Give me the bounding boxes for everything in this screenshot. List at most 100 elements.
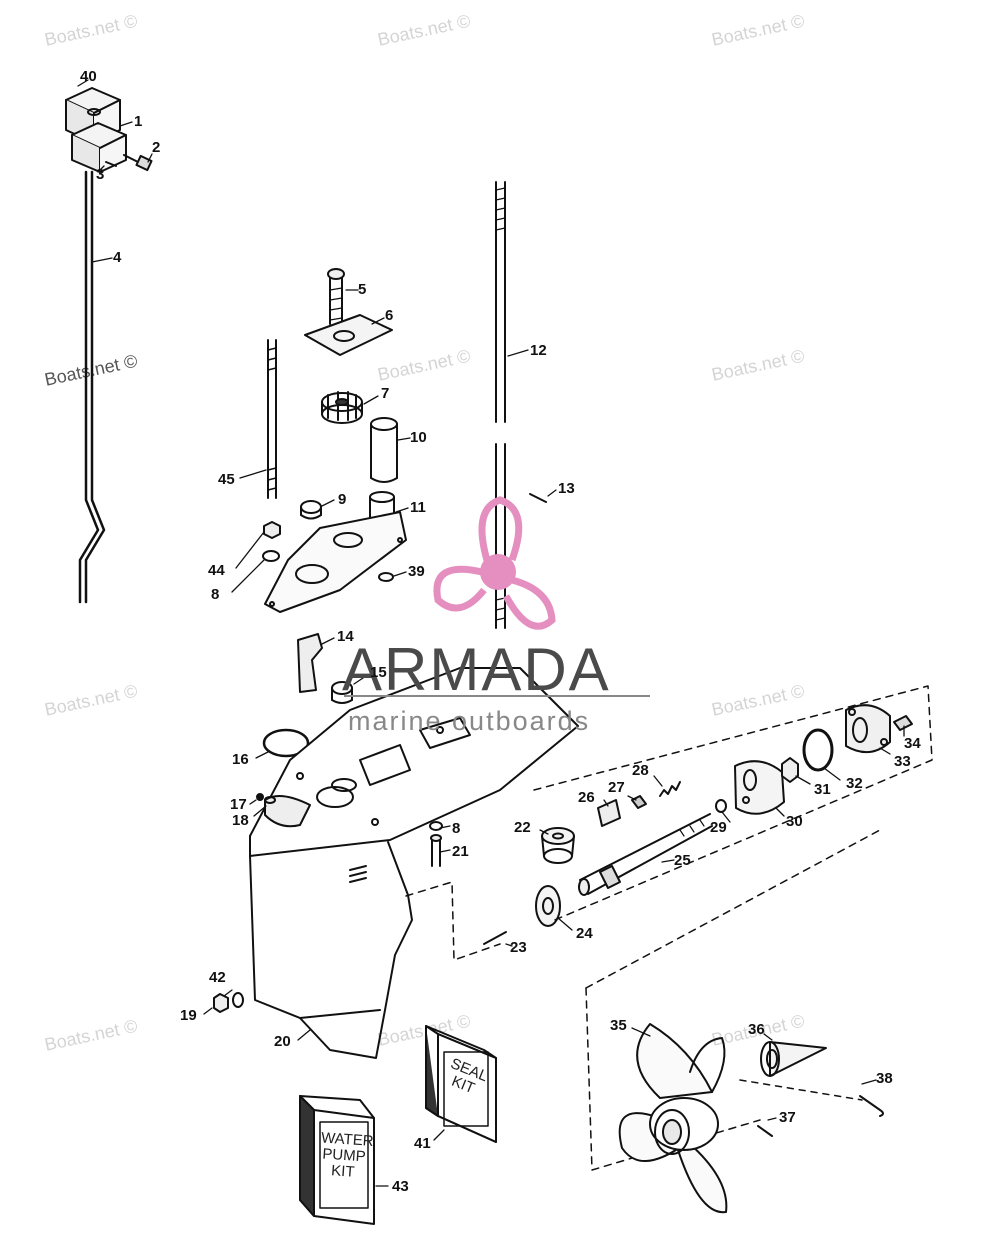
leader-lines	[77, 79, 905, 1187]
seal	[300, 500, 322, 520]
callout-41: 41	[414, 1135, 431, 1152]
callout-24: 24	[576, 925, 593, 942]
callout-40: 40	[80, 68, 97, 85]
callout-8: 8	[211, 586, 220, 603]
impeller	[321, 391, 363, 424]
logo-name: ARMADA	[342, 636, 611, 703]
callout-26: 26	[578, 789, 595, 806]
shift-rod	[78, 170, 100, 604]
callout-4: 4	[113, 249, 122, 266]
logo-mark	[433, 496, 556, 630]
callout-19: 19	[180, 1007, 197, 1024]
callout-44: 44	[208, 562, 225, 579]
stud	[267, 339, 277, 499]
assembly-dashed-line	[533, 685, 933, 923]
clamp-pin	[105, 161, 117, 167]
housing-screw	[893, 715, 913, 731]
pinion-gear	[541, 827, 575, 864]
callout-27: 27	[608, 779, 625, 796]
washer	[232, 992, 244, 1008]
callout-7: 7	[381, 385, 390, 402]
callout-29: 29	[710, 819, 727, 836]
seal-kit-box	[425, 1025, 497, 1143]
bushing	[331, 681, 353, 704]
callout-43: 43	[392, 1178, 409, 1195]
callout-18: 18	[232, 812, 249, 829]
propeller-shaft	[578, 813, 713, 896]
drain-screw	[256, 793, 264, 801]
callout-25: 25	[674, 852, 691, 869]
callout-13: 13	[558, 480, 575, 497]
prop-shear-pin	[757, 1125, 773, 1137]
pump-liner	[370, 417, 398, 483]
prop-nut-cone	[760, 1041, 827, 1077]
driveshaft-pin	[529, 493, 547, 503]
carrier-nut	[781, 757, 799, 783]
callout-31: 31	[814, 781, 831, 798]
callout-3: 3	[96, 166, 105, 183]
clutch-clip	[597, 799, 621, 827]
thrust-washer	[715, 799, 727, 813]
callout-9: 9	[338, 491, 347, 508]
callout-28: 28	[632, 762, 649, 779]
impeller-plate	[304, 314, 393, 356]
o-ring	[378, 572, 394, 582]
propeller	[618, 1023, 728, 1214]
drain-washer	[264, 796, 276, 804]
callout-10: 10	[410, 429, 427, 446]
assembly-dashed-line	[405, 881, 501, 961]
callout-8b: 8	[452, 820, 461, 837]
callout-36: 36	[748, 1021, 765, 1038]
callout-23: 23	[510, 939, 527, 956]
logo-tagline: marine outboards	[348, 706, 591, 736]
callout-39: 39	[408, 563, 425, 580]
washer	[262, 550, 280, 562]
pump-screw	[327, 268, 345, 325]
bearing-carrier	[734, 760, 785, 815]
water-pump-kit-label: WATER PUMP KIT	[320, 1129, 375, 1181]
callout-14: 14	[337, 628, 354, 645]
callout-5: 5	[358, 281, 367, 298]
callout-34: 34	[904, 735, 921, 752]
callout-22: 22	[514, 819, 531, 836]
carrier-o-ring	[802, 728, 834, 772]
callout-35: 35	[610, 1017, 627, 1034]
cotter-pin	[859, 1095, 884, 1117]
callout-42: 42	[209, 969, 226, 986]
callout-21: 21	[452, 843, 469, 860]
forward-gear	[535, 885, 561, 927]
assembly-dashed-line	[739, 1079, 863, 1101]
callout-45: 45	[218, 471, 235, 488]
nut	[213, 993, 229, 1013]
callout-32: 32	[846, 775, 863, 792]
callout-1: 1	[134, 113, 143, 130]
callout-12: 12	[530, 342, 547, 359]
callout-30: 30	[786, 813, 803, 830]
shift-bracket	[297, 633, 323, 693]
stud-thread	[267, 347, 277, 491]
callout-33: 33	[894, 753, 911, 770]
assembly-dashed-line	[585, 829, 881, 989]
callout-2: 2	[152, 139, 161, 156]
clutch-pin	[631, 795, 647, 809]
water-pump-kit-box	[299, 1095, 375, 1225]
callout-15: 15	[370, 664, 387, 681]
callout-11: 11	[410, 499, 426, 516]
bearing-housing	[845, 704, 891, 753]
pump-housing	[264, 491, 407, 613]
callout-17: 17	[230, 796, 247, 813]
callout-6: 6	[385, 307, 394, 324]
clutch-spring	[659, 781, 681, 797]
propshaft-pin	[483, 931, 507, 945]
washer	[429, 821, 443, 831]
nut	[263, 521, 281, 539]
callout-37: 37	[779, 1109, 796, 1126]
clamp-screw	[123, 154, 153, 172]
shift-rod-edge	[84, 170, 106, 604]
callout-20: 20	[274, 1033, 291, 1050]
callout-38: 38	[876, 1070, 893, 1087]
shift-rod-clamp	[65, 87, 127, 173]
gearcase-o-ring	[262, 728, 310, 758]
